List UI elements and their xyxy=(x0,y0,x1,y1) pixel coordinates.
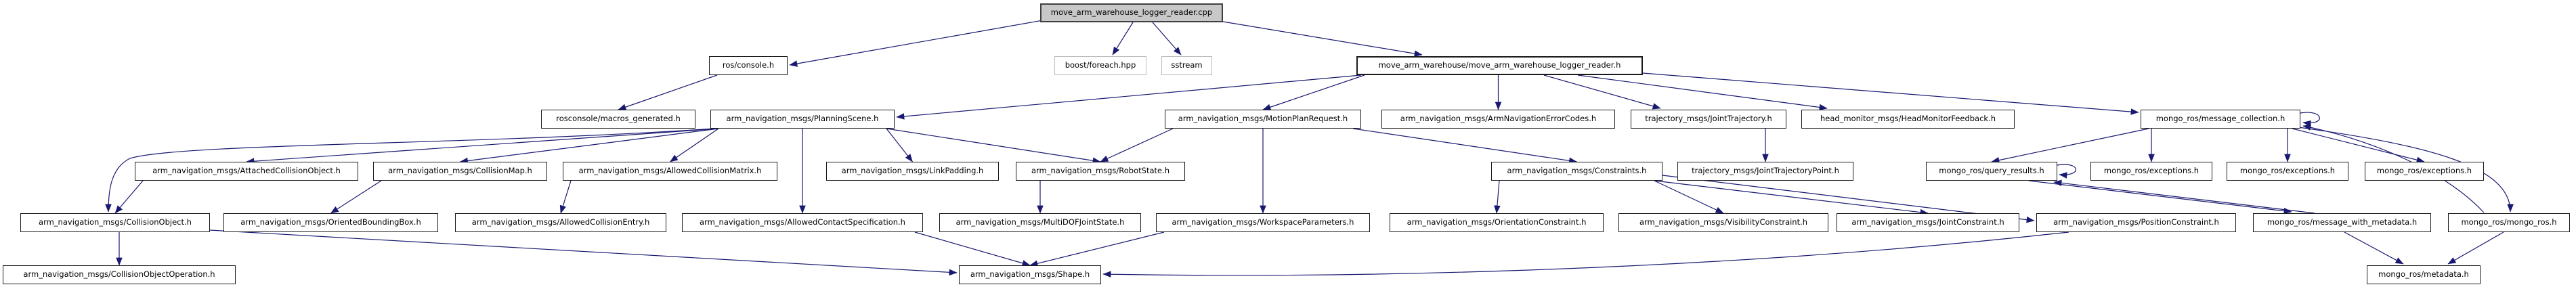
graph-node-collision-object[interactable]: arm_navigation_msgs/CollisionObject.h xyxy=(20,213,210,232)
edge-cpp-to-sstream xyxy=(1152,22,1182,55)
edge-mawh-to-message-collection xyxy=(1642,72,2139,115)
graph-node-sstream: sstream xyxy=(1161,56,1212,75)
edge-message-with-metadata-to-metadata xyxy=(2344,231,2404,265)
edge-allowed-contact-spec-to-shape xyxy=(914,231,1031,267)
edge-message-collection-to-exceptions3 xyxy=(2292,128,2425,163)
graph-node-collision-map[interactable]: arm_navigation_msgs/CollisionMap.h xyxy=(373,162,547,181)
edge-mongo-ros-h-to-metadata xyxy=(2447,231,2504,265)
edge-query-results-to-message-with-metadata xyxy=(2028,180,2292,215)
edge-message-collection-to-query-results xyxy=(1991,128,2149,164)
graph-node-visibility-constraint[interactable]: arm_navigation_msgs/VisibilityConstraint… xyxy=(1618,213,1828,232)
graph-node-workspace-parameters[interactable]: arm_navigation_msgs/WorkspaceParameters.… xyxy=(1156,213,1370,232)
edge-planning-scene-to-allowed-collision-matrix xyxy=(670,128,719,162)
edge-workspace-parameters-to-shape xyxy=(1029,231,1165,267)
edge-planning-scene-to-link-padding xyxy=(886,128,913,162)
edge-planning-scene-to-collision-map xyxy=(459,128,719,164)
graph-node-allowed-contact-spec[interactable]: arm_navigation_msgs/AllowedContactSpecif… xyxy=(682,213,923,232)
edge-allowed-collision-matrix-to-allowed-collision-entry xyxy=(559,180,572,214)
graph-node-constraints[interactable]: arm_navigation_msgs/Constraints.h xyxy=(1491,162,1662,181)
edge-message-collection-to-mongo-ros-h xyxy=(2298,127,2514,213)
edge-motion-plan-request-to-robot-state xyxy=(1100,128,1174,162)
graph-node-position-constraint[interactable]: arm_navigation_msgs/PositionConstraint.h xyxy=(2036,213,2236,232)
graph-node-mongo-ros-h[interactable]: mongo_ros/mongo_ros.h xyxy=(2448,213,2570,232)
edge-constraints-to-orientation-constraint xyxy=(1494,180,1501,214)
graph-node-metadata[interactable]: mongo_ros/metadata.h xyxy=(2367,265,2481,284)
graph-node-arm-nav-error-codes[interactable]: arm_navigation_msgs/ArmNavigationErrorCo… xyxy=(1381,110,1615,129)
graph-node-multi-dof-joint-state[interactable]: arm_navigation_msgs/MultiDOFJointState.h xyxy=(939,213,1141,232)
graph-node-oriented-bounding-box[interactable]: arm_navigation_msgs/OrientedBoundingBox.… xyxy=(223,213,438,232)
graph-node-head-monitor-feedback[interactable]: head_monitor_msgs/HeadMonitorFeedback.h xyxy=(1801,110,2015,129)
edge-cpp-to-ros-console xyxy=(789,20,1044,67)
edge-constraints-to-joint-constraint xyxy=(1654,180,1929,216)
graph-node-exceptions2[interactable]: mongo_ros/exceptions.h xyxy=(2227,162,2348,181)
graph-node-exceptions1[interactable]: mongo_ros/exceptions.h xyxy=(2090,162,2212,181)
edge-cpp-to-mawh xyxy=(1218,20,1423,57)
edge-mawh-to-head-monitor-feedback xyxy=(1577,74,1828,111)
graph-node-joint-trajectory[interactable]: trajectory_msgs/JointTrajectory.h xyxy=(1631,110,1786,129)
edge-motion-plan-request-to-constraints xyxy=(1352,128,1578,164)
edge-constraints-to-visibility-constraint xyxy=(1654,180,1724,214)
edge-mongo-ros-h-to-message-collection xyxy=(2302,124,2485,213)
graph-node-allowed-collision-entry[interactable]: arm_navigation_msgs/AllowedCollisionEntr… xyxy=(455,213,666,232)
edge-ros-console-to-rosconsole-macros xyxy=(618,74,718,110)
edge-collision-object-to-shape xyxy=(209,229,958,276)
graph-node-query-results[interactable]: mongo_ros/query_results.h xyxy=(1926,162,2057,181)
edge-message-collection-to-message-collection xyxy=(2300,112,2320,127)
graph-node-joint-constraint[interactable]: arm_navigation_msgs/JointConstraint.h xyxy=(1837,213,2019,232)
graph-node-allowed-collision-matrix[interactable]: arm_navigation_msgs/AllowedCollisionMatr… xyxy=(563,162,777,181)
edge-cpp-to-boost-foreach xyxy=(1112,22,1134,55)
graph-node-link-padding[interactable]: arm_navigation_msgs/LinkPadding.h xyxy=(826,162,999,181)
graph-node-rosconsole-macros[interactable]: rosconsole/macros_generated.h xyxy=(541,110,695,129)
edge-collision-map-to-oriented-bounding-box xyxy=(330,180,382,214)
edge-mawh-to-planning-scene xyxy=(896,74,1362,120)
graph-node-joint-trajectory-point[interactable]: trajectory_msgs/JointTrajectoryPoint.h xyxy=(1677,162,1853,181)
edge-planning-scene-to-robot-state xyxy=(886,128,1101,164)
graph-node-mawh[interactable]: move_arm_warehouse/move_arm_warehouse_lo… xyxy=(1356,56,1643,75)
graph-node-exceptions3[interactable]: mongo_ros/exceptions.h xyxy=(2365,162,2484,181)
graph-node-ros-console[interactable]: ros/console.h xyxy=(709,56,788,75)
edge-constraints-to-position-constraint xyxy=(1662,175,2035,223)
edge-attached-collision-object-to-collision-object xyxy=(114,180,144,214)
graph-node-robot-state[interactable]: arm_navigation_msgs/RobotState.h xyxy=(1016,162,1185,181)
edge-mawh-to-motion-plan-request xyxy=(1262,74,1365,110)
graph-node-boost-foreach: boost/foreach.hpp xyxy=(1054,56,1146,75)
graph-node-orientation-constraint[interactable]: arm_navigation_msgs/OrientationConstrain… xyxy=(1390,213,1604,232)
edge-message-with-metadata-to-query-results xyxy=(2053,179,2315,214)
edge-planning-scene-to-collision-object xyxy=(105,128,715,213)
edge-position-constraint-to-shape xyxy=(1102,231,2069,278)
graph-node-cpp[interactable]: move_arm_warehouse_logger_reader.cpp xyxy=(1040,3,1223,22)
graph-node-collision-object-operation[interactable]: arm_navigation_msgs/CollisionObjectOpera… xyxy=(3,265,236,284)
graph-node-attached-collision-object[interactable]: arm_navigation_msgs/AttachedCollisionObj… xyxy=(135,162,358,181)
graph-node-planning-scene[interactable]: arm_navigation_msgs/PlanningScene.h xyxy=(710,110,895,129)
edge-query-results-to-query-results xyxy=(2057,164,2076,179)
graph-node-message-collection[interactable]: mongo_ros/message_collection.h xyxy=(2141,110,2300,129)
graph-node-message-with-metadata[interactable]: mongo_ros/message_with_metadata.h xyxy=(2253,213,2431,232)
edge-mawh-to-joint-trajectory xyxy=(1543,74,1661,110)
graph-node-motion-plan-request[interactable]: arm_navigation_msgs/MotionPlanRequest.h xyxy=(1165,110,1361,129)
graph-node-shape[interactable]: arm_navigation_msgs/Shape.h xyxy=(959,265,1101,284)
edge-planning-scene-to-attached-collision-object xyxy=(246,128,719,164)
